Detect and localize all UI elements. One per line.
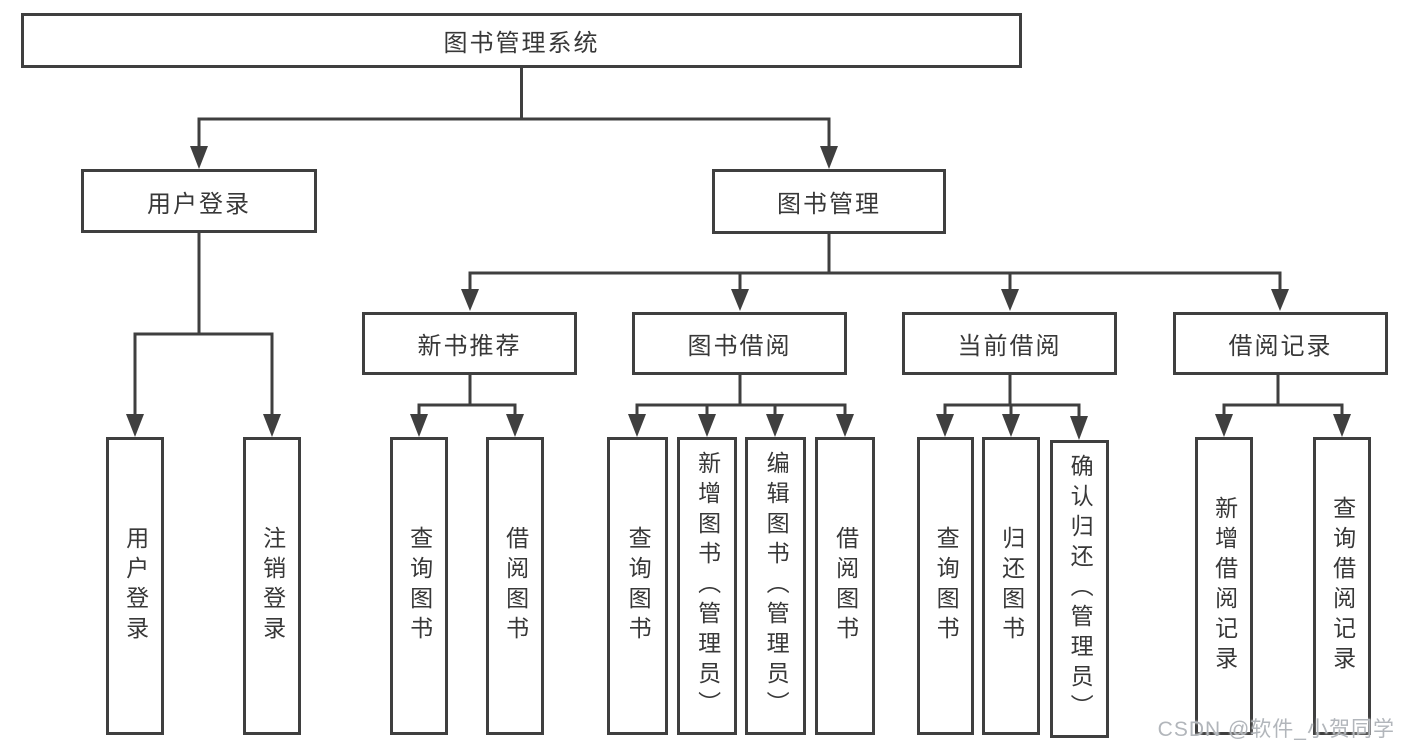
connector-user-login-to-leaves — [126, 233, 281, 437]
connector-root-to-level2 — [190, 68, 838, 169]
node-user-login: 用户登录 — [81, 169, 317, 233]
connector-borrow-records-to-leaves — [1215, 375, 1351, 437]
leaf-query-borrow-record: 查询借阅记录 — [1313, 437, 1371, 735]
leaf-borrow-books: 借阅图书 — [815, 437, 875, 735]
leaf-query-books-current: 查询图书 — [917, 437, 974, 735]
node-new-book-recommend: 新书推荐 — [362, 312, 577, 375]
connector-new-book-recommend-to-leaves — [410, 375, 524, 437]
node-book-borrow: 图书借阅 — [632, 312, 847, 375]
connector-current-borrow-to-leaves — [936, 375, 1088, 440]
leaf-edit-books-admin: 编辑图书（管理员） — [745, 437, 806, 735]
leaf-add-books-admin: 新增图书（管理员） — [677, 437, 737, 735]
connector-book-borrow-to-leaves — [628, 375, 854, 437]
csdn-watermark: CSDN @软件_小贺同学 — [1157, 718, 1395, 741]
leaf-add-borrow-record: 新增借阅记录 — [1195, 437, 1253, 735]
leaf-query-books-borrow: 查询图书 — [607, 437, 668, 735]
node-current-borrow: 当前借阅 — [902, 312, 1117, 375]
leaf-borrow-books-recommend: 借阅图书 — [486, 437, 544, 735]
node-book-management: 图书管理 — [712, 169, 946, 234]
leaf-confirm-return-admin: 确认归还（管理员） — [1050, 440, 1109, 738]
leaf-user-login: 用户登录 — [106, 437, 164, 735]
connector-book-management-to-level3 — [461, 234, 1289, 311]
leaf-query-books-recommend: 查询图书 — [390, 437, 448, 735]
node-root-library-system: 图书管理系统 — [21, 13, 1022, 68]
leaf-logout: 注销登录 — [243, 437, 301, 735]
node-borrow-records: 借阅记录 — [1173, 312, 1388, 375]
leaf-return-books: 归还图书 — [982, 437, 1040, 735]
